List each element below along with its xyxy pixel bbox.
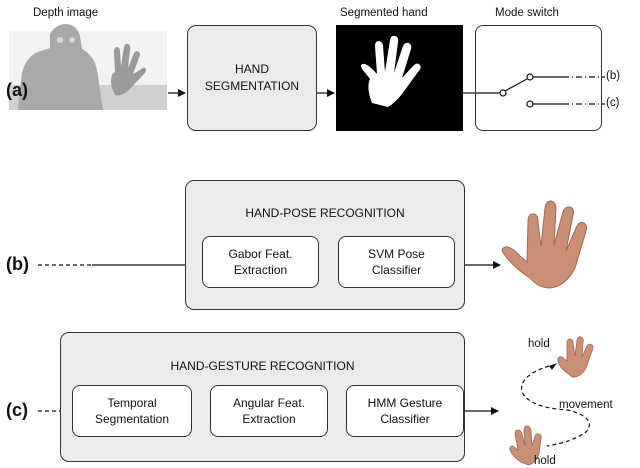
segmented-hand-caption: Segmented hand bbox=[340, 7, 428, 19]
depth-image-caption: Depth image bbox=[33, 7, 99, 19]
gesture-hand-top bbox=[557, 336, 594, 378]
switch-symbol bbox=[475, 73, 563, 108]
row-label-b: (b) bbox=[6, 254, 29, 274]
movement-path-arrowhead bbox=[549, 363, 557, 370]
hold-label-top: hold bbox=[528, 338, 550, 350]
movement-path bbox=[520, 365, 590, 447]
segmented-hand-image bbox=[336, 25, 463, 131]
mode-switch-caption: Mode switch bbox=[495, 7, 559, 19]
movement-label: movement bbox=[559, 399, 613, 411]
row-label-a: (a) bbox=[6, 80, 28, 100]
depth-image bbox=[9, 24, 167, 110]
switch-output-b-label: (b) bbox=[606, 70, 621, 82]
gesture-hand-bottom bbox=[509, 425, 542, 466]
gabor-feature-extraction-box: Gabor Feat. Extraction bbox=[202, 236, 319, 288]
hand-segmentation-box: HAND SEGMENTATION bbox=[187, 25, 317, 131]
hand-pose-photo bbox=[501, 200, 588, 289]
row-label-c: (c) bbox=[6, 400, 28, 420]
svm-pose-classifier-box: SVM Pose Classifier bbox=[338, 236, 455, 288]
hand-pose-panel-title: HAND-POSE RECOGNITION bbox=[245, 206, 405, 220]
mode-switch-box bbox=[475, 25, 602, 131]
switch-output-c-label: (c) bbox=[606, 97, 620, 109]
hand-gesture-panel-title: HAND-GESTURE RECOGNITION bbox=[170, 359, 355, 373]
temporal-segmentation-box: Temporal Segmentation bbox=[72, 385, 192, 437]
hmm-gesture-classifier-box: HMM Gesture Classifier bbox=[346, 385, 464, 437]
angular-feature-extraction-box: Angular Feat. Extraction bbox=[210, 385, 328, 437]
hold-label-bottom: hold bbox=[534, 455, 556, 467]
